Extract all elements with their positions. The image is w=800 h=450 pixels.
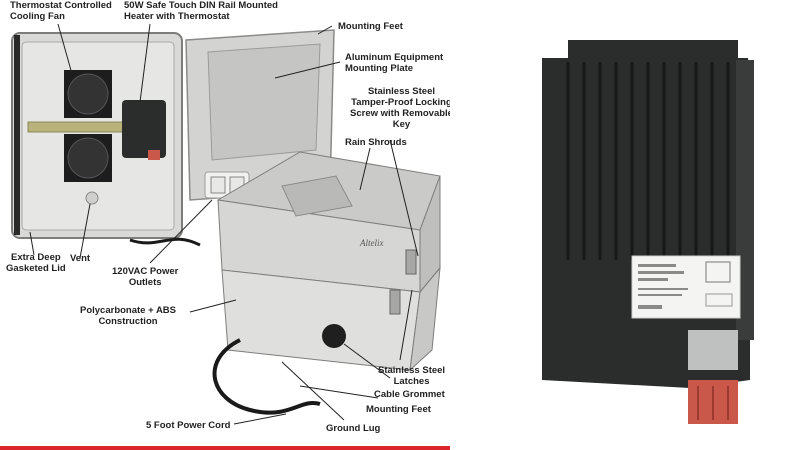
rain-shroud xyxy=(281,175,353,217)
aluminum-mounting-plate xyxy=(207,43,321,161)
din-heater-product-photo xyxy=(450,0,800,450)
latch-upper xyxy=(405,249,417,275)
callout-leaders xyxy=(29,23,419,425)
power-cord xyxy=(212,338,321,415)
callout-aluminum-plate: Aluminum Equipment Mounting Plate xyxy=(345,52,444,74)
callout-cooling-fan: Thermostat Controlled Cooling Fan xyxy=(10,0,112,22)
latch-lower xyxy=(389,289,401,315)
callout-din-heater: 50W Safe Touch DIN Rail Mounted Heater w… xyxy=(124,0,278,22)
callout-construction: Polycarbonate + ABS Construction xyxy=(80,305,176,327)
callout-power-cord: 5 Foot Power Cord xyxy=(146,420,231,431)
callout-cable-grommet: Cable Grommet xyxy=(374,389,445,400)
callout-locking-screw: Stainless Steel Tamper-Proof Locking Scr… xyxy=(350,86,453,130)
heater-fins xyxy=(566,62,730,260)
heater-lower-bracket xyxy=(688,330,738,370)
din-heater xyxy=(122,100,166,158)
enclosure-product-photo: Altelix Thermostat Controlled Cooling Fa… xyxy=(0,0,453,450)
callout-power-outlets: 120VAC Power Outlets xyxy=(112,266,179,288)
callout-ground-lug: Ground Lug xyxy=(326,423,381,434)
lid-gasket xyxy=(14,35,20,235)
callout-rain-shrouds: Rain Shrouds xyxy=(345,137,407,148)
callout-gasketed-lid: Extra Deep Gasketed Lid xyxy=(6,252,66,274)
brand-mark: Altelix xyxy=(359,238,384,248)
accent-strip xyxy=(0,446,450,450)
heater-top-clip xyxy=(568,40,738,58)
enclosure-illustration: Altelix xyxy=(11,23,441,425)
heater-illustration xyxy=(542,40,754,424)
callout-mounting-feet-bottom: Mounting Feet xyxy=(366,404,431,415)
cable-grommet xyxy=(322,324,346,348)
callout-vent: Vent xyxy=(70,253,91,264)
callout-mounting-feet-top: Mounting Feet xyxy=(338,21,403,32)
callout-latches: Stainless Steel Latches xyxy=(378,365,446,387)
